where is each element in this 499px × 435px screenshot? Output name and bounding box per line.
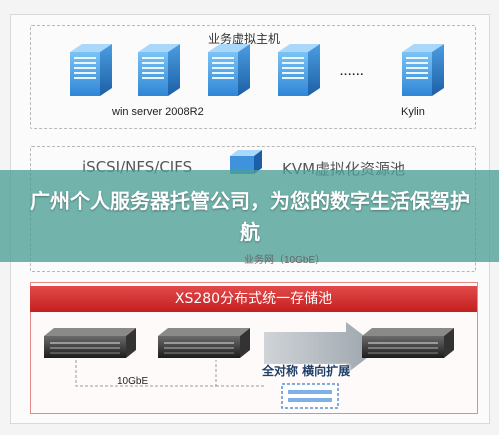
scale-out-label: 全对称 横向扩展	[262, 364, 351, 378]
switch-icon	[230, 150, 262, 174]
headline-banner	[0, 170, 499, 262]
storage-node	[158, 328, 250, 358]
storage-nodes	[44, 322, 454, 409]
server-icon	[70, 44, 112, 96]
kylin-host-label: Kylin	[401, 106, 425, 118]
scale-out-arrow	[264, 322, 380, 374]
virtual-host-title: 业务虚拟主机	[208, 32, 281, 46]
windows-host-label: win server 2008R2	[112, 106, 204, 118]
server-icons	[70, 44, 444, 96]
storage-node	[362, 328, 454, 358]
headline-text: 广州个人服务器托管公司，为您的数字生活保驾护航	[30, 189, 470, 244]
server-icon	[278, 44, 320, 96]
storage-pool-title: XS280分布式统一存储池	[30, 286, 477, 312]
virtual-host-group	[30, 25, 476, 129]
link-speed-label: 10GbE	[117, 376, 149, 387]
server-icon	[138, 44, 180, 96]
business-network-label: 业务网（10GbE）	[244, 255, 326, 266]
server-icon	[402, 44, 444, 96]
network-link	[75, 360, 217, 387]
storage-node	[44, 328, 136, 358]
server-icon	[208, 44, 250, 96]
new-node-placeholder	[281, 383, 339, 409]
ellipsis-text: ......	[340, 66, 365, 78]
